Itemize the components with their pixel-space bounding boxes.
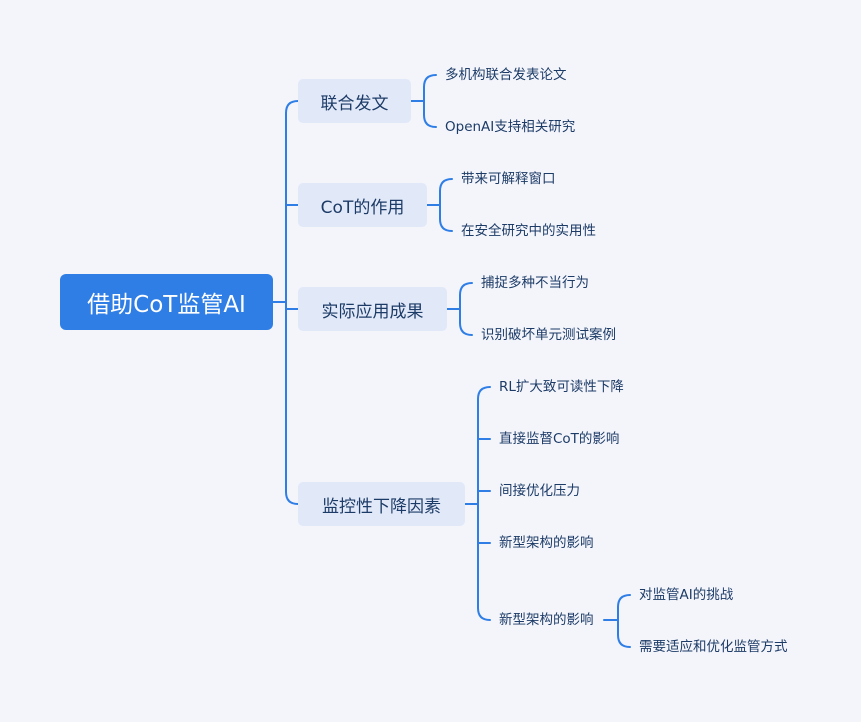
leaf-adapt-regulation[interactable]: 需要适应和优化监管方式 (639, 639, 788, 655)
branch-3-bracket (459, 282, 473, 336)
leaf-direct-supervision[interactable]: 直接监督CoT的影响 (499, 431, 620, 447)
branch-cot-role[interactable]: CoT的作用 (298, 183, 427, 227)
leaf-safety-utility[interactable]: 在安全研究中的实用性 (461, 223, 596, 239)
leaf-regulation-challenge[interactable]: 对监管AI的挑战 (639, 587, 734, 603)
sub-bracket (617, 594, 631, 648)
leaf-interpretability-window[interactable]: 带来可解释窗口 (461, 171, 556, 187)
branch-monitorability-decline[interactable]: 监控性下降因素 (298, 482, 465, 526)
branch-4-bracket (477, 386, 491, 621)
leaf-unit-test-sabotage[interactable]: 识别破坏单元测试案例 (481, 327, 616, 343)
leaf-indirect-pressure[interactable]: 间接优化压力 (499, 483, 580, 499)
leaf-new-architecture-parent[interactable]: 新型架构的影响 (499, 612, 594, 628)
leaf-rl-readability[interactable]: RL扩大致可读性下降 (499, 379, 624, 395)
branch-2-bracket (439, 178, 453, 232)
trunk-line (285, 100, 299, 505)
branch-joint-publication[interactable]: 联合发文 (298, 79, 411, 123)
leaf-multi-institution-paper[interactable]: 多机构联合发表论文 (445, 67, 567, 83)
branch-practical-results[interactable]: 实际应用成果 (298, 287, 447, 331)
leaf-new-architecture[interactable]: 新型架构的影响 (499, 535, 594, 551)
leaf-catch-misbehavior[interactable]: 捕捉多种不当行为 (481, 275, 589, 291)
leaf-openai-support[interactable]: OpenAI支持相关研究 (445, 119, 576, 135)
branch-1-bracket (423, 74, 437, 128)
root-topic[interactable]: 借助CoT监管AI (60, 274, 273, 330)
